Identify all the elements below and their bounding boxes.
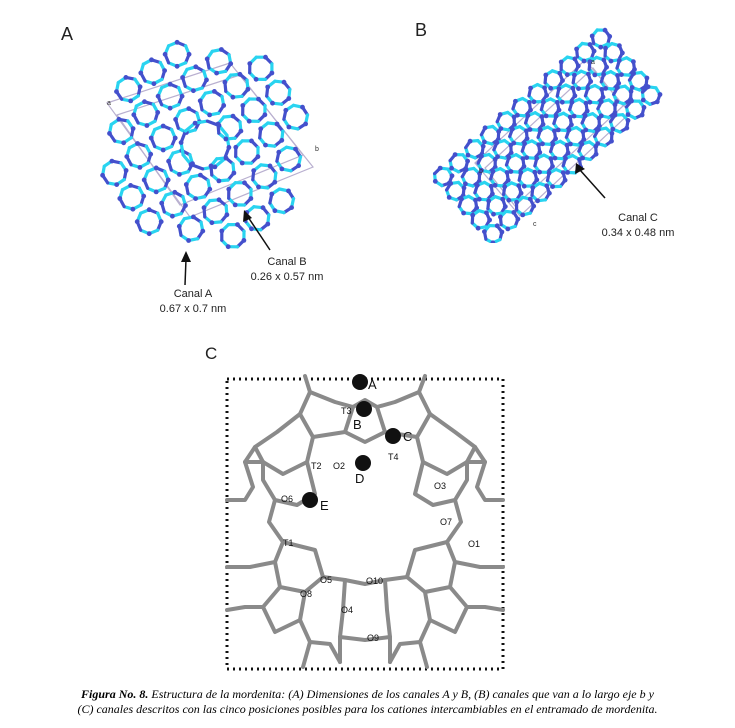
- site-d-label: D: [355, 471, 365, 486]
- o1-label: O1: [468, 539, 481, 549]
- panel-c-label: C: [205, 344, 218, 363]
- site-c-label: C: [403, 429, 413, 444]
- canal-b-annotation: Canal B 0.26 x 0.57 nm: [232, 255, 342, 285]
- t3-label: T3: [341, 406, 352, 416]
- canal-a-annotation: Canal A 0.67 x 0.7 nm: [138, 287, 248, 317]
- o7-label: O7: [440, 517, 453, 527]
- panel-c-channel-diagram: [225, 374, 505, 671]
- panel-a-framework: a b: [100, 39, 319, 286]
- t4-label: T4: [388, 452, 399, 462]
- t2-label: T2: [311, 461, 322, 471]
- o4-label: O4: [341, 605, 354, 615]
- axis-a-label-b: a: [591, 59, 595, 66]
- canal-a-name: Canal A: [173, 288, 213, 300]
- panel-a-label: A: [61, 24, 74, 44]
- site-b-marker: [356, 401, 372, 417]
- canal-a-size: 0.67 x 0.7 nm: [159, 303, 227, 315]
- figure-caption: Figura No. 8. Estructura de la mordenita…: [0, 687, 735, 717]
- canal-b-name: Canal B: [267, 256, 307, 268]
- site-a-label: A: [368, 377, 377, 392]
- canal-b-size: 0.26 x 0.57 nm: [250, 271, 324, 283]
- axis-a-label: a: [107, 100, 111, 107]
- site-b-label: B: [353, 417, 362, 432]
- panel-b-framework: a b c: [432, 27, 663, 243]
- panel-b-label: B: [415, 20, 428, 40]
- caption-line-2: (C) canales descritos con las cinco posi…: [77, 702, 658, 716]
- canal-c-size: 0.34 x 0.48 nm: [601, 227, 675, 239]
- site-a-marker: [352, 374, 368, 390]
- canal-c-name: Canal C: [618, 212, 658, 224]
- site-e-label: E: [320, 498, 329, 513]
- o9-label: O9: [367, 633, 380, 643]
- o5-label: O5: [320, 575, 333, 585]
- caption-line-1: Estructura de la mordenita: (A) Dimensio…: [148, 687, 654, 701]
- site-e-marker: [302, 492, 318, 508]
- axis-c-label-b: c: [533, 221, 537, 228]
- arrow-canal-b: [243, 210, 271, 251]
- site-c-marker: [385, 428, 401, 444]
- arrow-canal-a: [181, 251, 191, 286]
- figure-number: Figura No. 8.: [81, 687, 149, 701]
- o3-label: O3: [434, 481, 447, 491]
- axis-b-label-b: b: [479, 168, 483, 175]
- canal-c-annotation: Canal C 0.34 x 0.48 nm: [583, 211, 693, 241]
- framework-network-a: [100, 39, 310, 250]
- arrow-canal-c: [575, 163, 606, 199]
- framework-network-b: [432, 27, 663, 243]
- o8-label: O8: [300, 589, 313, 599]
- channel-framework-c: [225, 374, 505, 669]
- site-d-marker: [355, 455, 371, 471]
- o10-label: O10: [366, 576, 384, 586]
- cation-sites: [302, 374, 401, 508]
- o6-label: O6: [281, 494, 294, 504]
- o2-label: O2: [333, 461, 346, 471]
- axis-b-label: b: [315, 146, 319, 153]
- t1-label: T1: [283, 538, 294, 548]
